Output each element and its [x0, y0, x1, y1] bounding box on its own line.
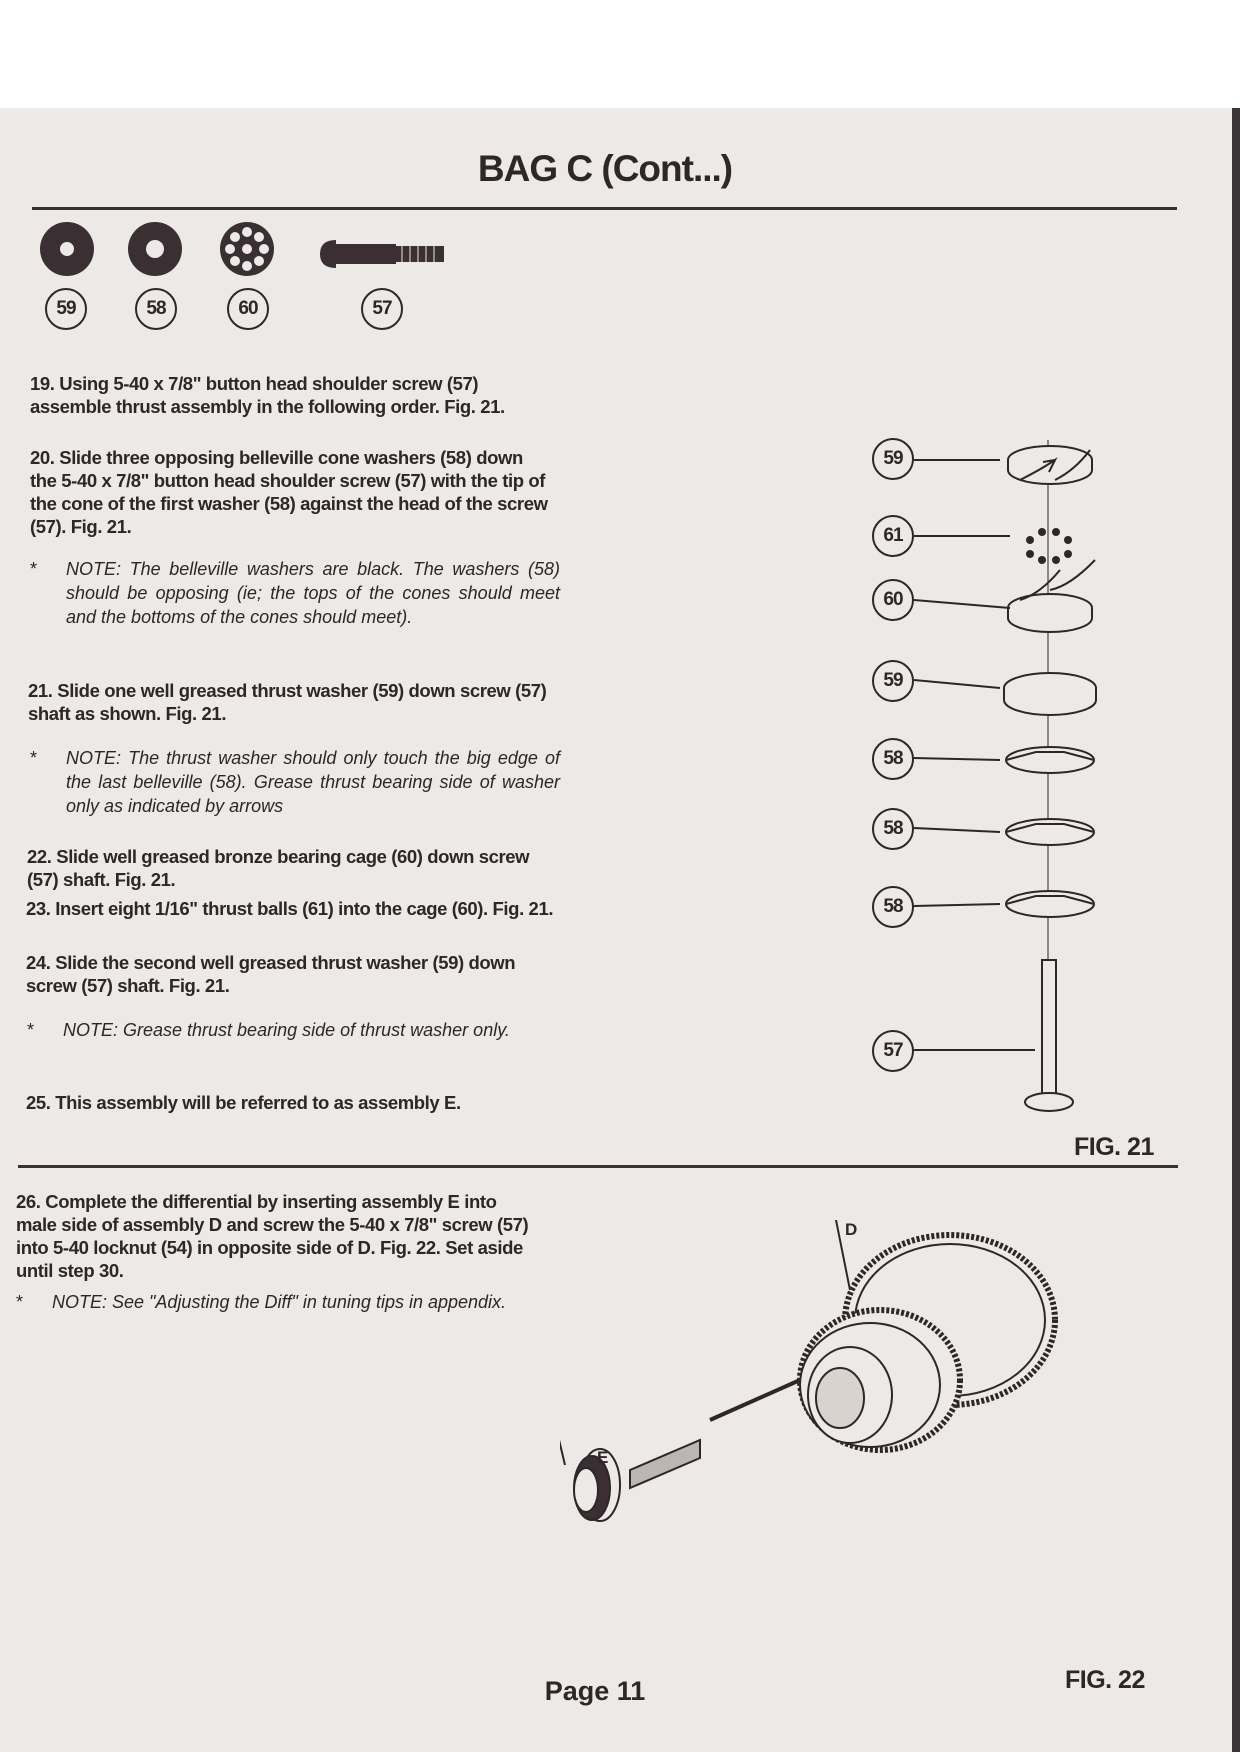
- step-20: 20. Slide three opposing belleville cone…: [30, 447, 548, 537]
- shoulder-screw-icon: [320, 240, 444, 268]
- step-19: 19. Using 5-40 x 7/8" button head should…: [30, 373, 505, 417]
- fig21-callout-61: 61: [872, 515, 914, 557]
- note-text: NOTE: See "Adjusting the Diff" in tuning…: [52, 1292, 507, 1312]
- note-bullet: *: [30, 748, 38, 768]
- fig21-callout-58-c: 58: [872, 886, 914, 928]
- page-number: Page 11: [544, 1676, 646, 1706]
- middle-divider: [18, 1165, 1178, 1168]
- fig21-callout-58-a: 58: [872, 738, 914, 780]
- fig21-callout-59-top: 59: [872, 438, 914, 480]
- part-label-59: 59: [45, 288, 87, 330]
- note-adjusting-diff: * NOTE: See "Adjusting the Diff" in tunin…: [16, 1290, 612, 1314]
- fig22-callout-e: E: [597, 1448, 608, 1467]
- fig21-exploded-thrust-assembly: [913, 440, 1097, 1112]
- note-grease: * NOTE: Grease thrust bearing side of thr…: [27, 1018, 557, 1042]
- fig22-label: FIG. 22: [1065, 1666, 1145, 1694]
- fig21-callout-57: 57: [872, 1030, 914, 1072]
- step-22: 22. Slide well greased bronze bearing ca…: [27, 846, 530, 890]
- note-text: NOTE: Grease thrust bearing side of thru…: [63, 1020, 510, 1040]
- fig21-callout-59-bottom: 59: [872, 660, 914, 702]
- step-23: 23. Insert eight 1/16" thrust balls (61)…: [26, 898, 554, 919]
- part-label-58: 58: [135, 288, 177, 330]
- note-bullet: *: [16, 1292, 24, 1312]
- top-divider: [32, 207, 1177, 210]
- note-text: NOTE: The belleville washers are black. …: [66, 559, 560, 627]
- thrust-washer-icon: [40, 222, 94, 276]
- fig22-callout-d: D: [845, 1220, 857, 1239]
- note-belleville: * NOTE: The belleville washers are black.…: [30, 557, 560, 629]
- note-bullet: *: [30, 559, 38, 579]
- part-label-60: 60: [227, 288, 269, 330]
- step-25: 25. This assembly will be referred to as…: [26, 1092, 461, 1113]
- step-26: 26. Complete the differential by inserti…: [16, 1191, 529, 1281]
- note-text: NOTE: The thrust washer should only touc…: [66, 748, 560, 816]
- fig21-callout-60: 60: [872, 579, 914, 621]
- bearing-cage-icon: [220, 222, 274, 276]
- note-thrust-washer: * NOTE: The thrust washer should only tou…: [30, 746, 560, 818]
- note-bullet: *: [27, 1020, 35, 1040]
- step-24: 24. Slide the second well greased thrust…: [26, 952, 516, 996]
- fig21-label: FIG. 21: [1074, 1133, 1154, 1161]
- part-label-57: 57: [361, 288, 403, 330]
- belleville-washer-icon: [128, 222, 182, 276]
- scan-edge: [1232, 108, 1240, 1752]
- step-21: 21. Slide one well greased thrust washer…: [28, 680, 547, 724]
- fig22-differential-illustration: [560, 1220, 1058, 1522]
- fig21-callout-58-b: 58: [872, 808, 914, 850]
- page-title: BAG C (Cont...): [477, 148, 733, 189]
